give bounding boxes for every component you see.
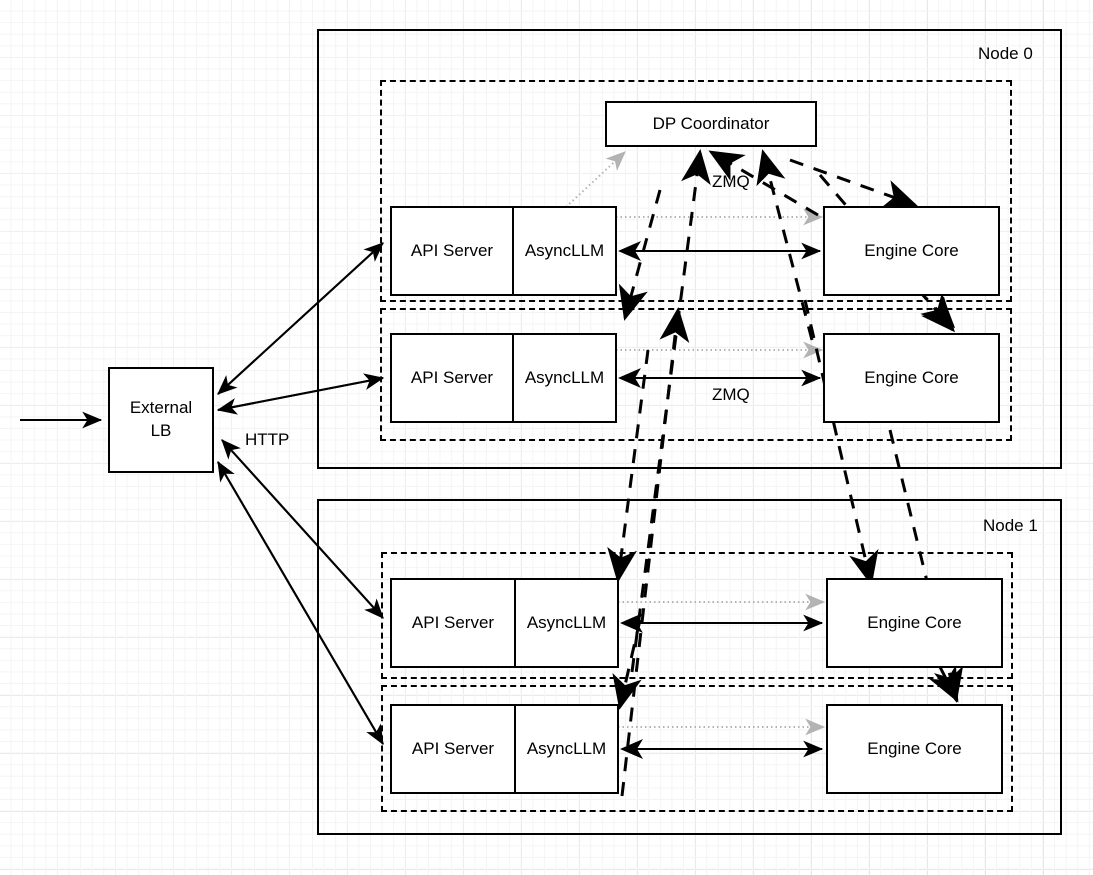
- node-1-asyncllm-0-label: AsyncLLM: [526, 613, 607, 632]
- node-1-api-server-1-label: API Server: [392, 706, 516, 792]
- node-0-dp1-zmq-label: ZMQ: [712, 385, 750, 404]
- node-0-api-server-1-label: API Server: [392, 335, 514, 421]
- node-1-asyncllm-1-label: AsyncLLM: [526, 739, 607, 758]
- node-0-api-server-0[interactable]: API Server AsyncLLM: [390, 206, 617, 296]
- node-0-asyncllm-0-label: AsyncLLM: [524, 241, 605, 260]
- node-1-engine-core-1[interactable]: Engine Core: [826, 704, 1003, 794]
- node-1-api-server-1[interactable]: API Server AsyncLLM: [390, 704, 619, 794]
- node-0-dp-group-1: [380, 308, 1012, 441]
- dp-coordinator-box[interactable]: DP Coordinator: [605, 101, 817, 147]
- external-lb-label-line2: LB: [150, 421, 172, 440]
- node-0-frame: [317, 29, 1062, 469]
- node-0-api-server-1[interactable]: API Server AsyncLLM: [390, 333, 617, 423]
- node-0-engine-core-1-label: Engine Core: [864, 368, 959, 387]
- node-0-label: Node 0: [978, 44, 1033, 63]
- http-edge-label: HTTP: [245, 430, 290, 449]
- external-lb-label-line1: External: [129, 398, 193, 418]
- node-0-engine-core-1[interactable]: Engine Core: [823, 333, 1000, 423]
- node-0-api-server-0-label: API Server: [392, 208, 514, 294]
- node-1-frame: [317, 499, 1062, 835]
- dp-coordinator-label: DP Coordinator: [652, 114, 770, 133]
- node-0-asyncllm-1-label: AsyncLLM: [524, 368, 605, 387]
- node-0-engine-core-0-label: Engine Core: [864, 241, 959, 260]
- node-0-engine-core-0[interactable]: Engine Core: [823, 206, 1000, 296]
- node-1-api-server-0-label: API Server: [392, 580, 516, 666]
- node-1-dp-group-1: [381, 685, 1013, 812]
- node-1-engine-core-1-label: Engine Core: [867, 739, 962, 758]
- external-lb-box[interactable]: External LB: [108, 367, 214, 473]
- node-1-api-server-0[interactable]: API Server AsyncLLM: [390, 578, 619, 668]
- node-1-dp-group-0: [381, 552, 1013, 679]
- coordinator-zmq-label: ZMQ: [712, 172, 750, 191]
- node-1-engine-core-0[interactable]: Engine Core: [826, 578, 1003, 668]
- node-1-engine-core-0-label: Engine Core: [867, 613, 962, 632]
- node-1-label: Node 1: [983, 516, 1038, 535]
- node-0-dp-group-0: [380, 80, 1012, 302]
